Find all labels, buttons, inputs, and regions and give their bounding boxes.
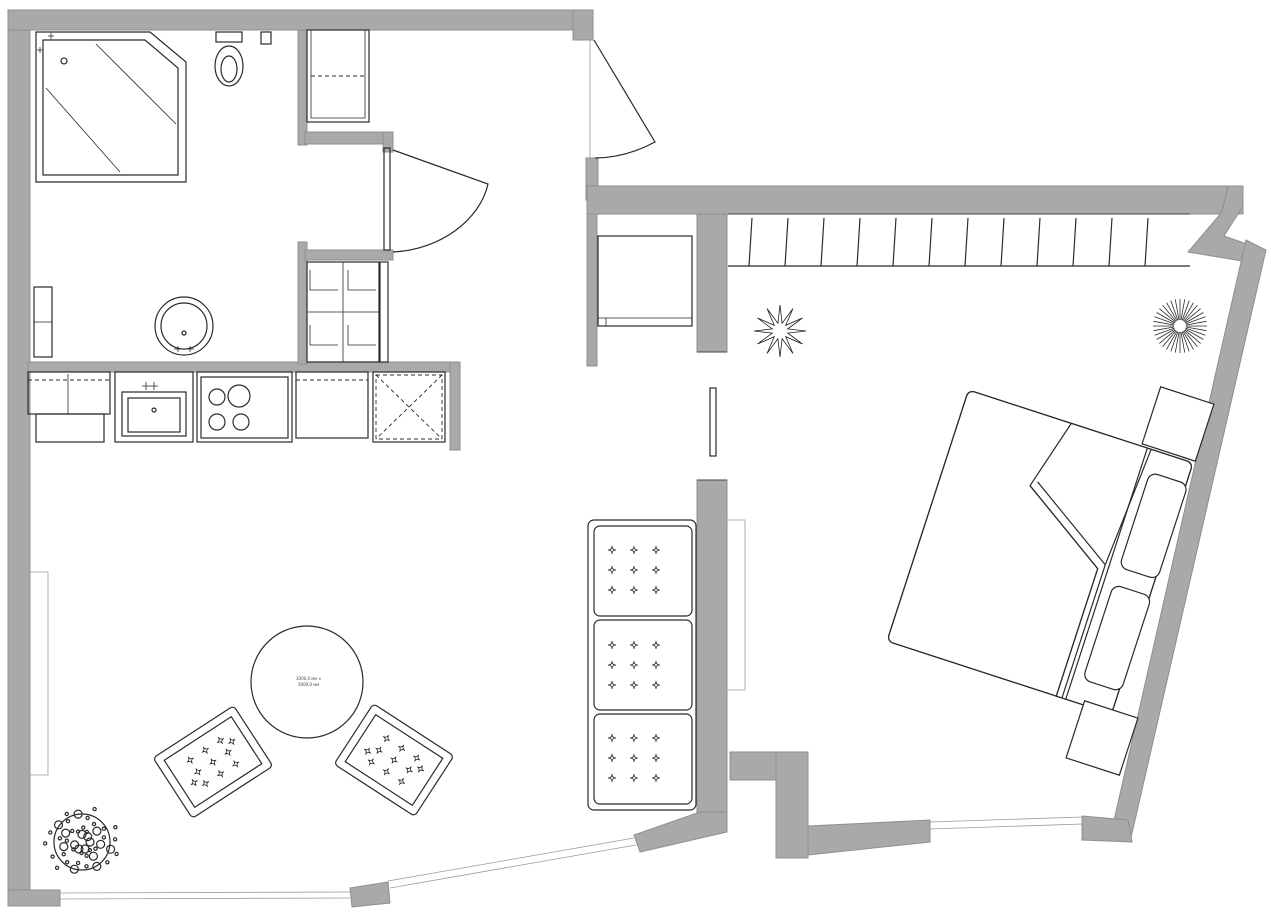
windows — [30, 519, 1083, 900]
bedroom-bottom-wall-segment — [775, 751, 809, 859]
partition-wall-closet — [586, 213, 598, 367]
hall-wall-lower — [304, 249, 394, 261]
bedroom-bottom-wall-right — [1081, 815, 1133, 843]
living-bottom-wall-right — [633, 811, 728, 853]
walls — [7, 9, 1267, 908]
bathroom-door — [383, 147, 489, 253]
bedroom-cabinet — [597, 235, 727, 481]
washbasin — [154, 296, 214, 356]
top-outer-wall — [7, 9, 594, 31]
plant-bedroom-right — [1153, 299, 1207, 353]
plant-living — [43, 806, 119, 874]
left-outer-wall — [7, 9, 31, 906]
table-size-note-2: 3000,0 мм — [298, 682, 319, 687]
kitchen-counter — [27, 371, 446, 443]
living-bottom-wall-left — [7, 889, 61, 907]
bathroom-lower-wall — [27, 361, 461, 373]
plant-bedroom-left — [753, 304, 807, 358]
table-size-note-1: 3000,0 мм х — [296, 676, 322, 681]
bathtub — [35, 31, 187, 183]
partition-wall-upper — [696, 213, 728, 353]
kitchen-fridge — [27, 371, 111, 415]
bedroom-bottom-wall — [729, 751, 931, 859]
kitchen-corner-cabinet — [372, 371, 446, 443]
bed — [887, 390, 1193, 714]
bedroom-top-wall-strip — [586, 185, 1244, 215]
hall-cabinets — [306, 261, 389, 363]
armchair-right — [335, 704, 453, 816]
dining-table: 3000,0 мм х 3000,0 мм — [250, 625, 364, 739]
kitchen-hob — [196, 371, 293, 443]
closet-upper — [306, 29, 370, 123]
kitchen-cabinet — [295, 371, 369, 439]
hall-wall-upper — [304, 131, 394, 145]
sofa — [587, 519, 697, 811]
toilet — [214, 31, 244, 87]
partition-wall-lower — [696, 479, 728, 833]
closet-right-wall — [382, 131, 394, 153]
kitchen-end-wall — [449, 361, 461, 451]
bathroom-fixture-box — [260, 31, 272, 45]
nightstand-top — [1141, 386, 1215, 462]
armchair-left — [154, 706, 272, 818]
kitchen-sink-cabinet — [114, 371, 194, 443]
wardrobe — [728, 213, 1190, 267]
entrance-door — [589, 39, 656, 159]
living-bottom-wall-mid — [349, 881, 391, 908]
bathroom-right-wall-top — [297, 29, 308, 146]
nightstand-bottom — [1065, 700, 1139, 776]
entrance-wall-top — [572, 9, 594, 41]
